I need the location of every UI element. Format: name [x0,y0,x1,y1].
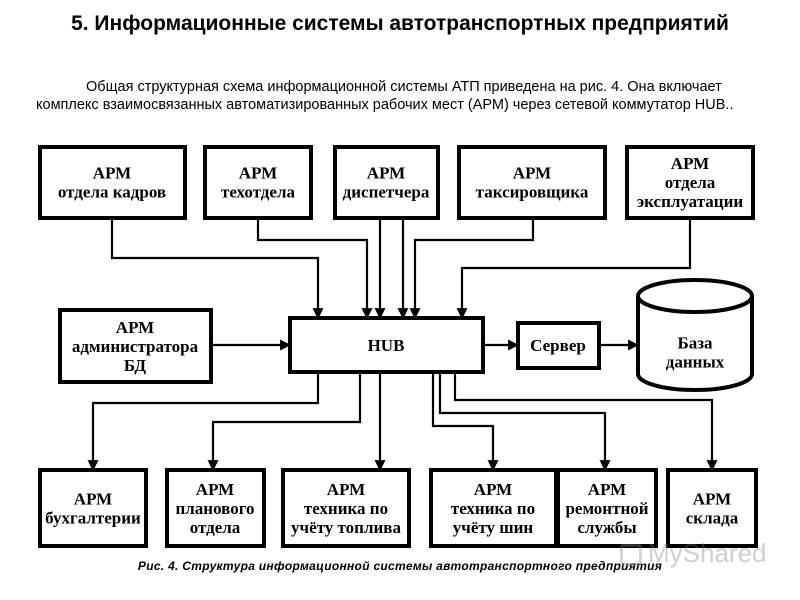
figure-caption: Рис. 4. Структура информационной системы… [137,559,663,573]
box-arm-buh [38,468,148,548]
box-arm-taksirovshik [457,145,607,220]
box-hub [288,316,485,374]
arrow-hub-tires [431,372,499,472]
box-arm-admin [58,308,213,384]
node-label-line: АРМ [116,318,154,337]
node-label-line: эксплуатации [637,192,744,211]
arrow-exploitation-hub [456,218,692,320]
node-label-line: диспетчера [343,183,430,202]
box-arm-tehotdel [203,145,313,220]
node-label-line: База [677,334,713,353]
watermark: MyShared [620,536,770,576]
arrow-hub-buh [87,372,320,472]
node-label-line: АРМ [93,164,131,183]
arrow-hub-sklad [453,372,718,472]
node-label-line: АРМ [196,480,234,499]
box-arm-plan [165,468,266,548]
node-label-line: АРМ [474,480,512,499]
watermark-logo-icon [620,544,642,566]
node-label-line: склада [686,509,739,528]
watermark-text: MyShared [648,538,767,568]
node-label-line: АРМ [239,164,277,183]
node-label-line: таксировщика [476,183,589,202]
arrow-hub-repair [438,372,611,472]
arrow-hub-plan [207,372,362,472]
arrow-taksirovshik-hub [409,218,535,320]
node-label-line: техотдела [221,183,295,202]
node-label-line: бухгалтерии [45,509,141,528]
box-arm-sklad [666,468,758,548]
node-label-line: администратора [72,337,199,356]
node-label-line: отдела [190,518,241,537]
node-label-line: техника по [304,499,388,518]
database-cylinder [636,278,754,392]
node-label-line: АРМ [671,154,709,173]
node-label-line: АРМ [513,164,551,183]
box-arm-kadry [38,145,187,220]
node-boxes [38,145,758,548]
node-label-line: данных [666,353,725,372]
node-label-line: АРМ [327,480,365,499]
node-label-line: БД [124,356,147,375]
node-label-line: ремонтной [565,499,648,518]
label-hub: HUB [368,336,405,355]
box-arm-repair [556,468,658,548]
arrow-tehotdel-hub [256,218,373,320]
arrow-kadry-hub [110,218,324,320]
node-label-line: АРМ [693,490,731,509]
node-label-line: Сервер [530,336,586,355]
node-label-line: планового [175,499,254,518]
box-server [516,321,601,370]
box-arm-exploitation [625,145,755,220]
node-label-line: учёту шин [453,518,534,537]
node-label-line: службы [577,518,636,537]
node-label-line: техника по [451,499,535,518]
node-label-line: АРМ [74,490,112,509]
connectors [87,218,718,472]
node-label-line: отдела кадров [58,183,166,202]
node-label-line: учёту топлива [291,518,401,537]
intro-paragraph: Общая структурная схема информационной с… [36,79,734,113]
page-title: 5. Информационные системы автотранспортн… [71,12,729,35]
label-server: Сервер [530,336,586,355]
node-label-line: АРМ [367,164,405,183]
box-arm-dispatcher [333,145,440,220]
node-label-line: HUB [368,336,405,355]
node-label-line: отдела [665,173,716,192]
node-label-line: АРМ [588,480,626,499]
box-arm-fuel [281,468,411,548]
